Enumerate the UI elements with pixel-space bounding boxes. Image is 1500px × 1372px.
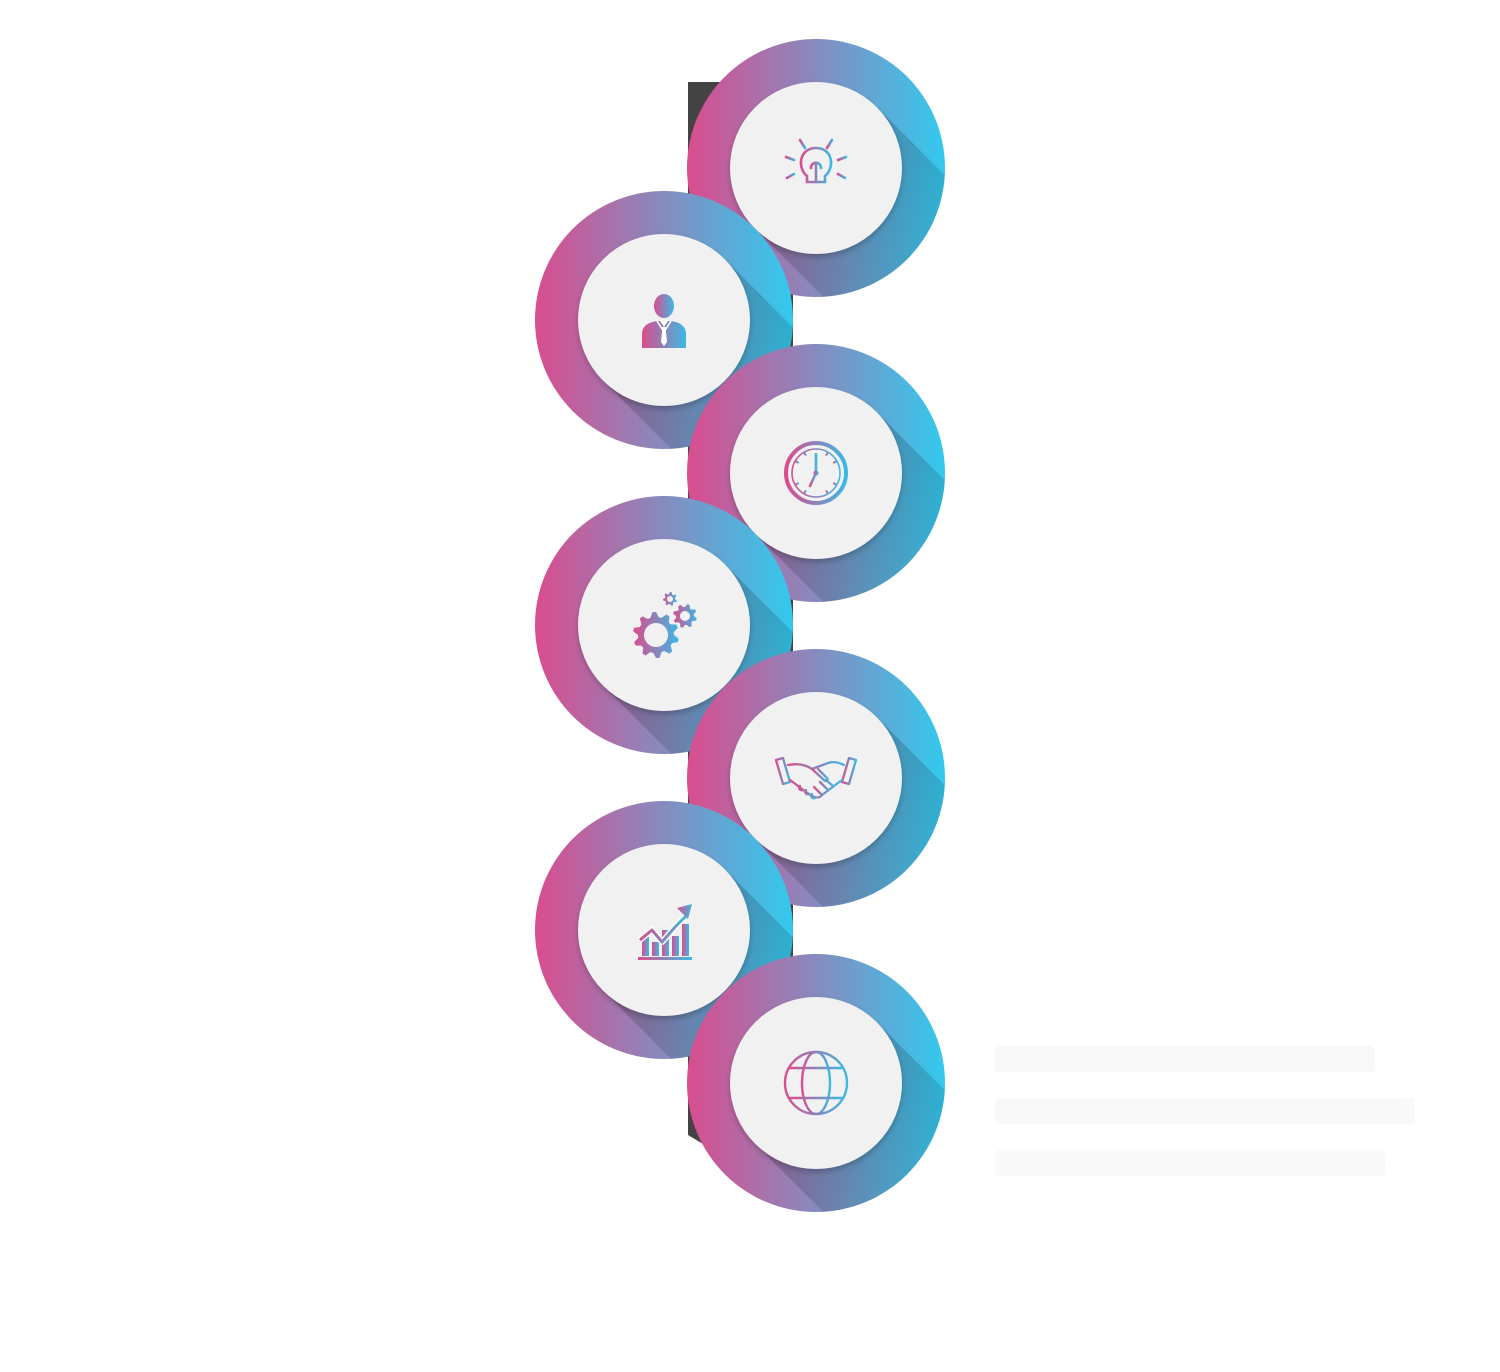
step-disc: [730, 997, 902, 1169]
step-disc: [730, 692, 902, 864]
timeline-step-3: [687, 344, 945, 602]
faint-placeholder-text: [995, 1046, 1415, 1176]
step-disc: [730, 387, 902, 559]
step-disc: [578, 234, 750, 406]
step-disc: [730, 82, 902, 254]
step-disc: [578, 844, 750, 1016]
step-disc: [578, 539, 750, 711]
timeline-step-7: [687, 954, 945, 1212]
timeline-step-1: [687, 39, 945, 297]
timeline-steps: [535, 39, 945, 1212]
